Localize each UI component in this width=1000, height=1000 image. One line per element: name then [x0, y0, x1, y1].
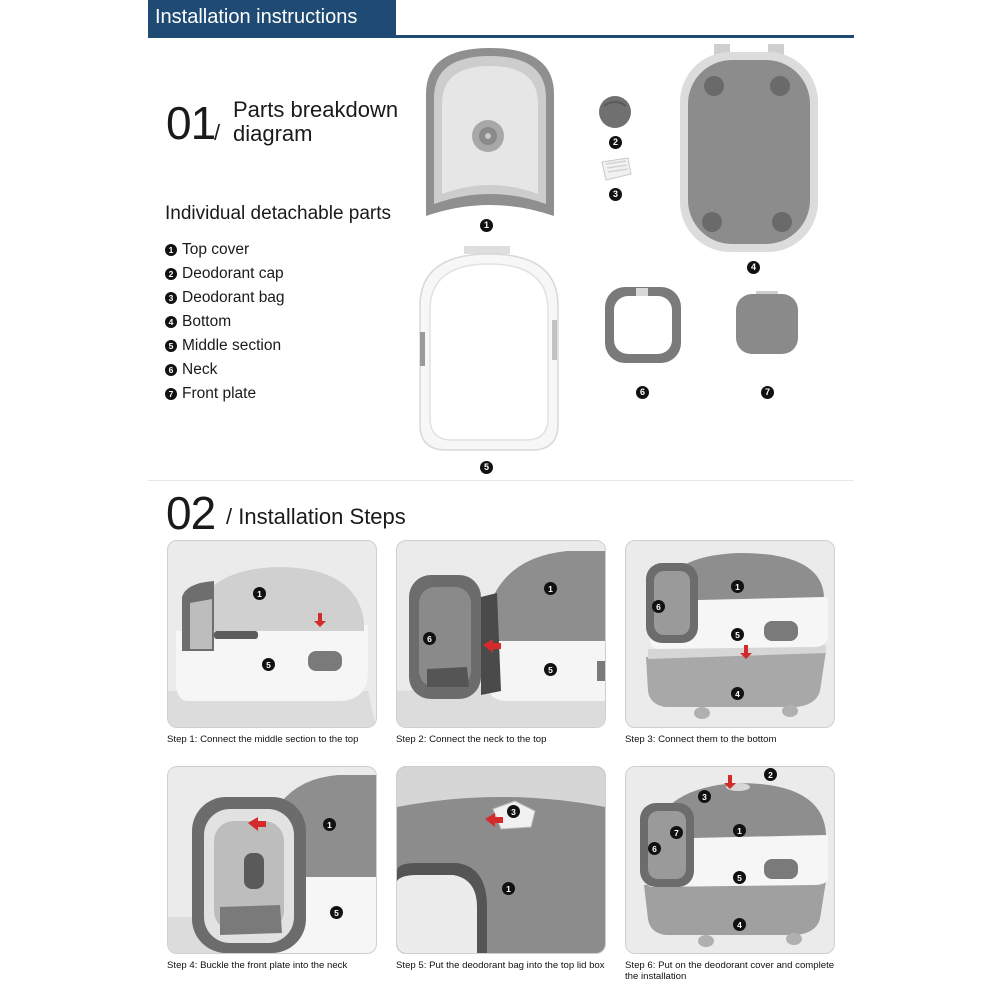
part-number-badge: 1	[480, 219, 493, 232]
part-number-badge: 3	[609, 188, 622, 201]
step-part-badge: 6	[652, 600, 665, 613]
step-part-badge: 1	[733, 824, 746, 837]
step-part-badge: 5	[262, 658, 275, 671]
step-part-badge: 3	[507, 805, 520, 818]
step-part-badge: 4	[731, 687, 744, 700]
list-item: 1 Top cover	[165, 238, 285, 262]
step-part-badge: 1	[731, 580, 744, 593]
step-3-caption: Step 3: Connect them to the bottom	[625, 734, 777, 745]
section1-slash: /	[214, 120, 221, 145]
step-6-image: 2 3 7 6 1 5 4	[625, 766, 835, 954]
step-part-badge: 6	[648, 842, 661, 855]
part-number-badge: 5	[480, 461, 493, 474]
list-item: 5 Middle section	[165, 334, 285, 358]
list-item: 7 Front plate	[165, 382, 285, 406]
section-divider	[148, 480, 854, 481]
step-3-image: 1 6 5 4	[625, 540, 835, 728]
step-part-badge: 7	[670, 826, 683, 839]
step-part-badge: 4	[733, 918, 746, 931]
part-top-cover-image	[426, 48, 554, 216]
step-5-image: 3 1	[396, 766, 606, 954]
step-part-badge: 5	[731, 628, 744, 641]
part-label: Top cover	[182, 241, 250, 258]
part-number-badge: 2	[609, 136, 622, 149]
part-front-plate-image	[736, 291, 798, 354]
step-5-caption: Step 5: Put the deodorant bag into the t…	[396, 960, 605, 971]
step-part-badge: 1	[502, 882, 515, 895]
step-1-image: 1 5	[167, 540, 377, 728]
list-item: 2 Deodorant cap	[165, 262, 285, 286]
part-number-badge: 6	[165, 364, 177, 376]
part-middle-section-image	[419, 246, 559, 451]
step-4-caption: Step 4: Buckle the front plate into the …	[167, 960, 348, 971]
step-6-caption: Step 6: Put on the deodorant cover and c…	[625, 960, 835, 982]
section1-title: Parts breakdown diagram	[233, 97, 399, 146]
list-item: 4 Bottom	[165, 310, 285, 334]
section2-number: 02	[166, 487, 216, 539]
header-bar	[148, 0, 396, 36]
part-label: Deodorant cap	[182, 265, 284, 282]
step-2-caption: Step 2: Connect the neck to the top	[396, 734, 547, 745]
part-label: Middle section	[182, 337, 282, 354]
parts-heading: Individual detachable parts	[165, 203, 392, 224]
part-number-badge: 1	[165, 244, 177, 256]
step-part-badge: 3	[698, 790, 711, 803]
header-title: Installation instructions	[155, 6, 358, 28]
step-1-caption: Step 1: Connect the middle section to th…	[167, 734, 359, 745]
part-deodorant-cap-image	[599, 96, 631, 128]
step-part-badge: 5	[733, 871, 746, 884]
part-number-badge: 4	[165, 316, 177, 328]
part-label: Neck	[182, 361, 218, 378]
section2-title: / Installation Steps	[226, 504, 406, 529]
part-number-badge: 2	[165, 268, 177, 280]
list-item: 6 Neck	[165, 358, 285, 382]
section1-number: 01	[166, 97, 216, 149]
part-label: Front plate	[182, 385, 257, 402]
part-label: Bottom	[182, 313, 232, 330]
part-neck-image	[605, 287, 681, 363]
parts-list: 1 Top cover 2 Deodorant cap 3 Deodorant bag…	[165, 238, 285, 406]
part-number-badge: 6	[636, 386, 649, 399]
step-part-badge: 5	[330, 906, 343, 919]
step-part-badge: 1	[253, 587, 266, 600]
step-part-badge: 2	[764, 768, 777, 781]
step-part-badge: 6	[423, 632, 436, 645]
step-part-badge: 1	[323, 818, 336, 831]
list-item: 3 Deodorant bag	[165, 286, 285, 310]
part-number-badge: 7	[761, 386, 774, 399]
part-number-badge: 4	[747, 261, 760, 274]
part-deodorant-bag-image	[601, 157, 632, 181]
part-bottom-image	[680, 44, 818, 252]
step-2-image: 6 1 5	[396, 540, 606, 728]
part-label: Deodorant bag	[182, 289, 285, 306]
header-underline	[148, 35, 854, 38]
part-number-badge: 3	[165, 292, 177, 304]
part-number-badge: 5	[165, 340, 177, 352]
step-part-badge: 1	[544, 582, 557, 595]
part-number-badge: 7	[165, 388, 177, 400]
step-4-image: 1 5	[167, 766, 377, 954]
step-part-badge: 5	[544, 663, 557, 676]
